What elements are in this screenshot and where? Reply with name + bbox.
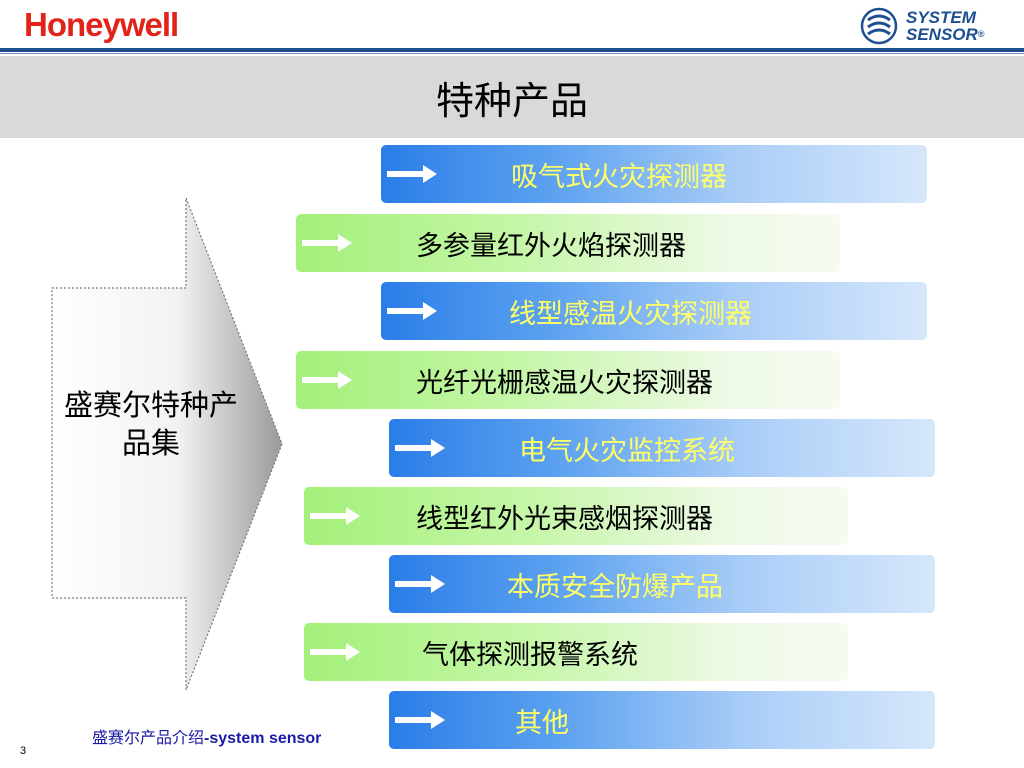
- header-divider: [0, 48, 1024, 52]
- product-bar: 光纤光栅感温火灾探测器: [296, 351, 840, 409]
- product-bar: 电气火灾监控系统: [389, 419, 935, 477]
- right-arrow-icon: [310, 643, 360, 661]
- product-bar: 其他: [389, 691, 935, 749]
- page-title: 特种产品: [435, 79, 588, 123]
- footer-caption: 盛赛尔产品介绍-system sensor: [92, 728, 322, 747]
- product-label: 其他: [515, 708, 569, 739]
- system-sensor-mark-icon: [860, 7, 898, 45]
- product-label: 线型感温火灾探测器: [509, 299, 752, 330]
- product-bar: 线型红外光束感烟探测器: [304, 487, 848, 545]
- big-arrow-shape: [51, 197, 283, 691]
- product-label: 气体探测报警系统: [422, 640, 638, 671]
- product-label: 吸气式火灾探测器: [511, 162, 727, 193]
- right-arrow-icon: [395, 575, 445, 593]
- system-sensor-logo: SYSTEM SENSOR®: [860, 6, 1000, 46]
- header-divider-thin: [0, 53, 1024, 54]
- product-label: 本质安全防爆产品: [507, 572, 723, 603]
- product-bar: 气体探测报警系统: [304, 623, 848, 681]
- product-bar: 吸气式火灾探测器: [381, 145, 927, 203]
- arrow-label: 盛赛尔特种产品集: [63, 388, 238, 460]
- product-bar: 本质安全防爆产品: [389, 555, 935, 613]
- product-bar: 多参量红外火焰探测器: [296, 214, 840, 272]
- product-label: 多参量红外火焰探测器: [416, 231, 686, 262]
- right-arrow-icon: [302, 234, 352, 252]
- product-label: 光纤光栅感温火灾探测器: [416, 368, 713, 399]
- right-arrow-icon: [387, 165, 437, 183]
- right-arrow-icon: [302, 371, 352, 389]
- product-label: 电气火灾监控系统: [519, 436, 735, 467]
- right-arrow-icon: [387, 302, 437, 320]
- system-sensor-text-2: SENSOR®: [906, 25, 985, 44]
- right-arrow-icon: [395, 711, 445, 729]
- title-band: [0, 56, 1024, 138]
- product-bar: 线型感温火灾探测器: [381, 282, 927, 340]
- system-sensor-text-1: SYSTEM: [906, 8, 976, 27]
- product-label: 线型红外光束感烟探测器: [416, 504, 713, 535]
- right-arrow-icon: [395, 439, 445, 457]
- honeywell-logo: Honeywell: [24, 6, 179, 43]
- right-arrow-icon: [310, 507, 360, 525]
- page-number: 3: [20, 745, 27, 757]
